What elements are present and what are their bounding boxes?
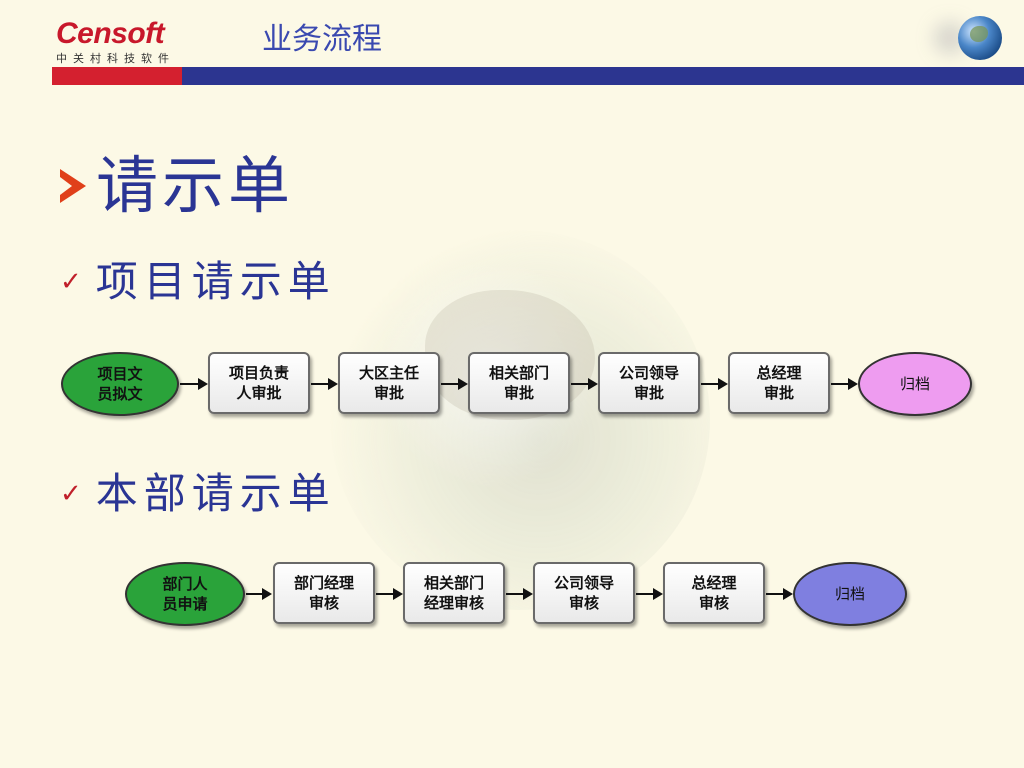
section-heading-text: 项目请示单 [95,257,336,306]
slide-header-title: 业务流程 [262,22,382,57]
header-band-red [52,67,182,85]
flow-arrow [311,378,338,390]
censoft-logo: Censoft 中关村科技软件 [56,18,186,66]
flow-arrow [766,588,793,600]
flow-arrow [701,378,728,390]
flow-arrow [506,588,533,600]
flow-node-step: 相关部门 审批 [468,352,570,414]
section-heading-text: 本部请示单 [95,469,336,518]
logo-text: Censoft [56,17,165,50]
arrow-bullet-icon [60,169,86,203]
flow-node-step: 相关部门 经理审核 [403,562,505,624]
checkmark-icon: ✓ [60,267,82,297]
flow-node-step: 项目负责 人审批 [208,352,310,414]
flow-node-step: 大区主任 审批 [338,352,440,414]
globe-icon [958,16,1002,60]
flow-arrow [636,588,663,600]
section-heading-headquarters: ✓ 本部请示单 [60,468,336,520]
checkmark-icon: ✓ [60,479,82,509]
main-heading-text: 请示单 [96,149,295,222]
flow-node-start: 项目文 员拟文 [61,352,179,416]
header-band-blue [182,67,1024,85]
flow-node-start: 部门人 员申请 [125,562,245,626]
flow-node-step: 总经理 审批 [728,352,830,414]
flow-node-end-archive: 归档 [793,562,907,626]
flow-node-step: 部门经理 审核 [273,562,375,624]
flow-arrow [441,378,468,390]
flow-node-step: 公司领导 审核 [533,562,635,624]
main-heading: 请示单 [60,148,294,224]
flow-arrow [571,378,598,390]
flow-node-step: 公司领导 审批 [598,352,700,414]
flow-arrow [246,588,272,600]
logo-subtitle: 中关村科技软件 [56,52,175,65]
flow-arrow [831,378,858,390]
section-heading-project: ✓ 项目请示单 [60,256,336,308]
flow-arrow [180,378,208,390]
flow-node-step: 总经理 审核 [663,562,765,624]
flow-node-end-archive: 归档 [858,352,972,416]
flow-arrow [376,588,403,600]
